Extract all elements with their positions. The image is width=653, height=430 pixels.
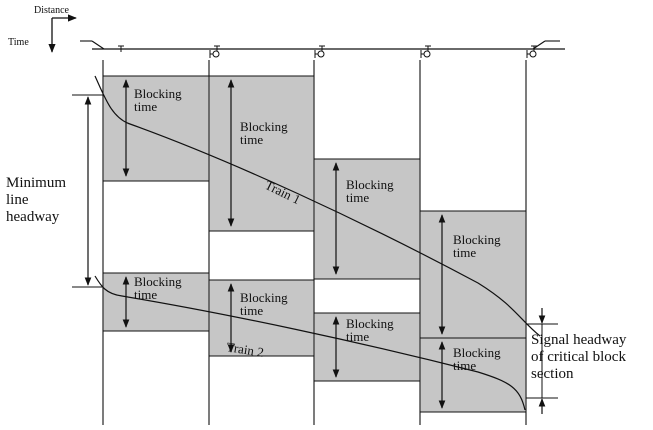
right-switch [532,40,546,50]
axis-indicator: Distance Time [8,5,77,53]
signal-icon [118,45,124,52]
signal-icon [526,45,537,58]
train-2-path [94,275,526,411]
signal-icon [314,45,325,58]
distance-axis-label: Distance [34,5,70,16]
signals [118,45,537,58]
time-axis-label: Time [8,37,29,48]
signal-icon [420,45,431,58]
track [80,40,565,50]
signal-icon [209,45,220,58]
left-switch [91,40,105,50]
train-2-label: Train 2 [226,339,265,360]
train-1-path [94,75,541,337]
